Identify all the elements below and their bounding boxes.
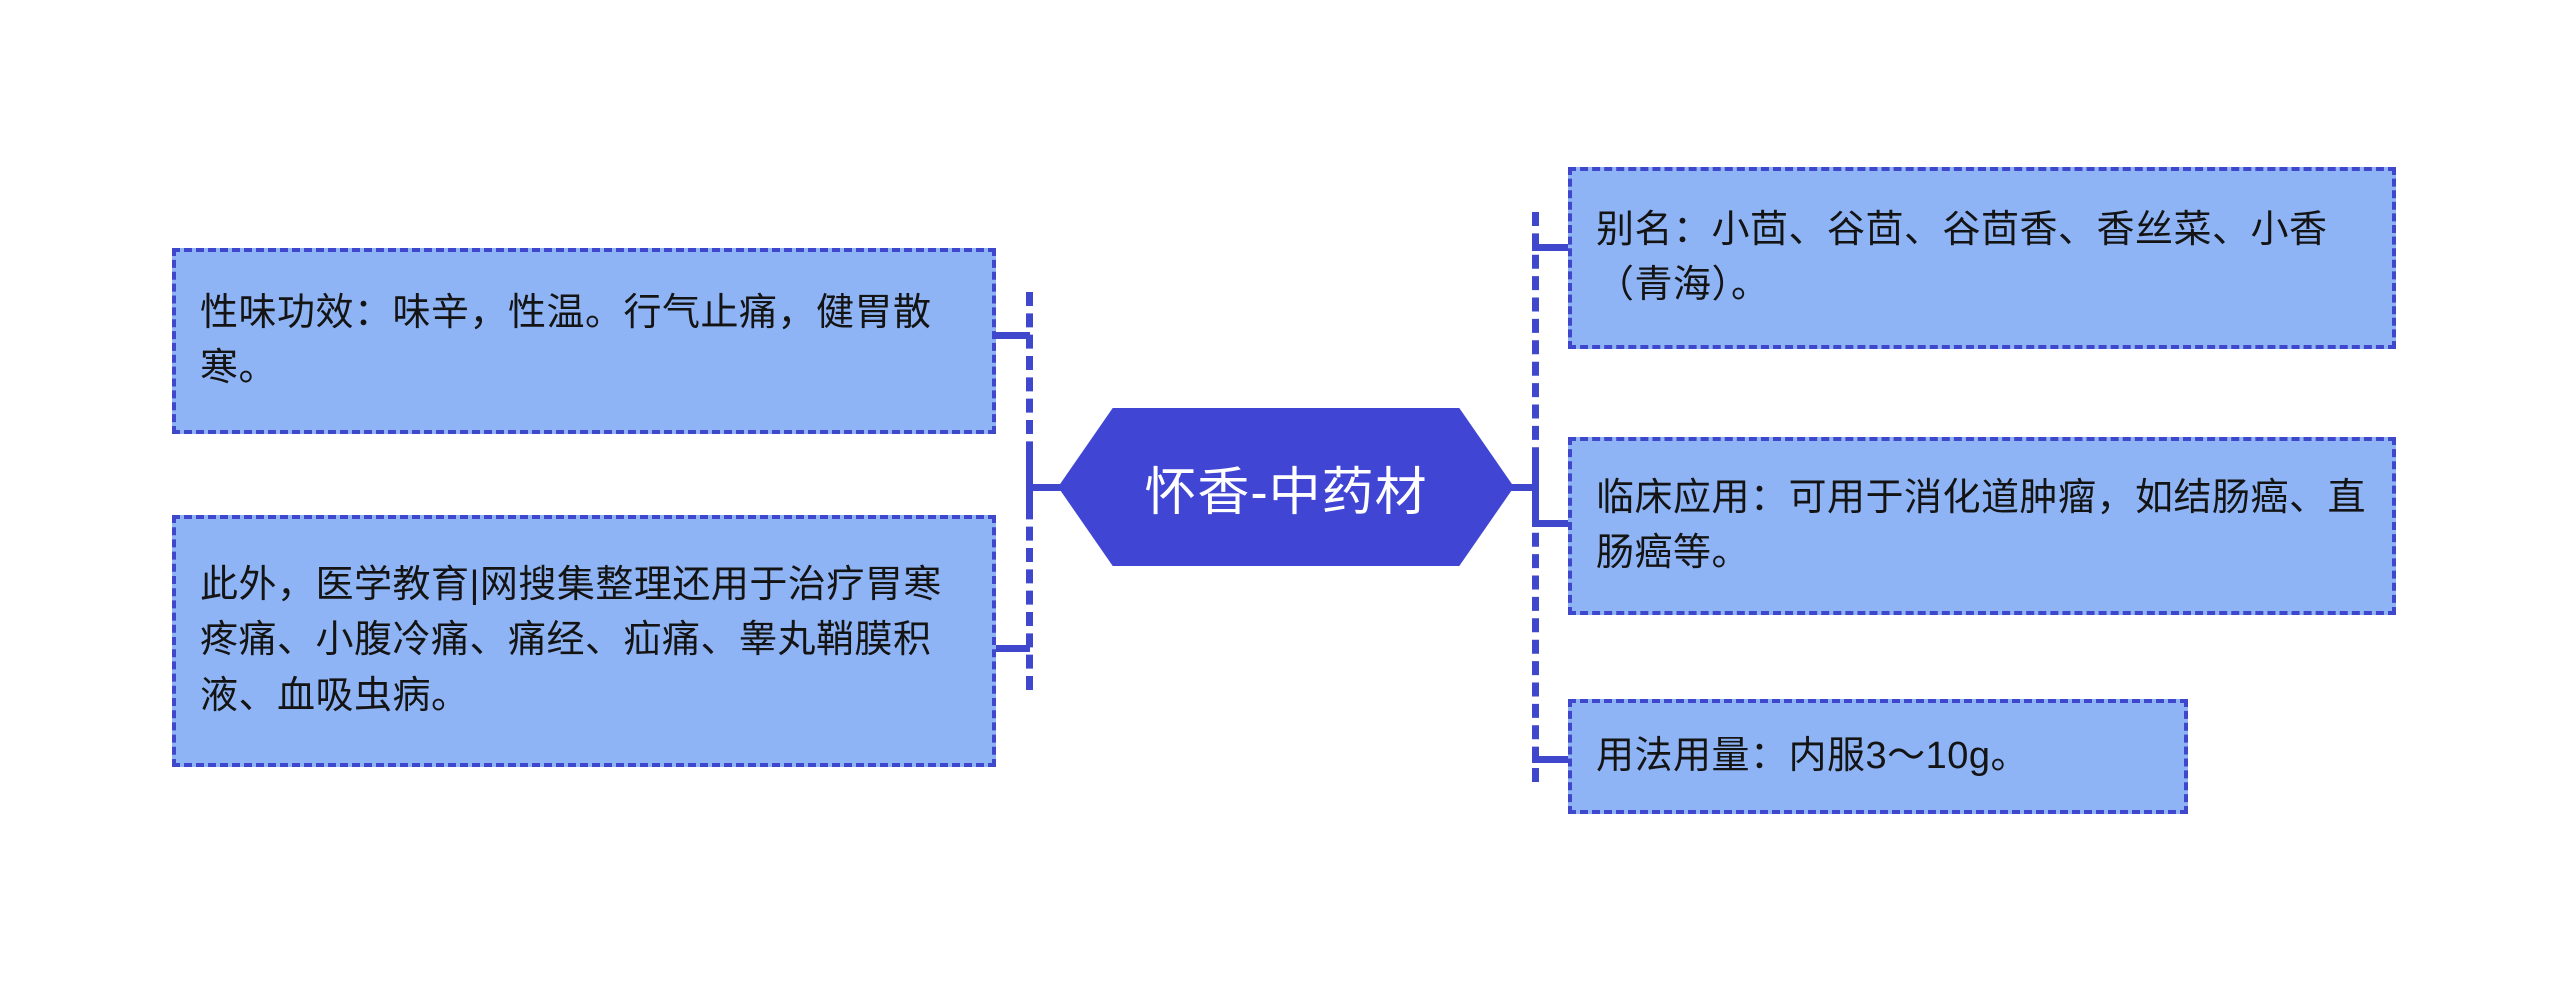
node-yongfa-yongliang[interactable]: 用法用量：内服3～10g。 [1568,699,2188,814]
center-node-label: 怀香-中药材 [1144,463,1428,522]
node-yongfa-yongliang-label: 用法用量：内服3～10g。 [1596,734,2030,777]
connector-to-yongfa-yongliang [1532,756,1574,763]
node-ciwai-zhiliao[interactable]: 此外，医学教育|网搜集整理还用于治疗胃寒疼痛、小腹冷痛、痛经、疝痛、睾丸鞘膜积液… [172,515,996,767]
connector-to-linchuang-yingyong [1532,520,1574,527]
node-linchuang-yingyong[interactable]: 临床应用：可用于消化道肿瘤，如结肠癌、直肠癌等。 [1568,437,2396,615]
connector-to-bieming [1532,244,1574,251]
connector-hex-to-left-trunk [1026,484,1066,491]
node-bieming[interactable]: 别名：小茴、谷茴、谷茴香、香丝菜、小香（青海）。 [1568,167,2396,349]
node-ciwai-zhiliao-label: 此外，医学教育|网搜集整理还用于治疗胃寒疼痛、小腹冷痛、痛经、疝痛、睾丸鞘膜积液… [200,564,942,717]
node-xingwei-gongxiao-label: 性味功效：味辛，性温。行气止痛，健胃散寒。 [200,291,932,389]
node-bieming-label: 别名：小茴、谷茴、谷茴香、香丝菜、小香（青海）。 [1596,208,2328,306]
center-node-huaixiang[interactable]: 怀香-中药材 [1058,408,1514,566]
connector-to-xingwei-gongxiao [988,332,1030,339]
node-xingwei-gongxiao[interactable]: 性味功效：味辛，性温。行气止痛，健胃散寒。 [172,248,996,434]
node-linchuang-yingyong-label: 临床应用：可用于消化道肿瘤，如结肠癌、直肠癌等。 [1596,476,2367,574]
connector-to-ciwai-zhiliao [988,645,1030,652]
connector-hex-to-right-trunk [1506,484,1539,491]
